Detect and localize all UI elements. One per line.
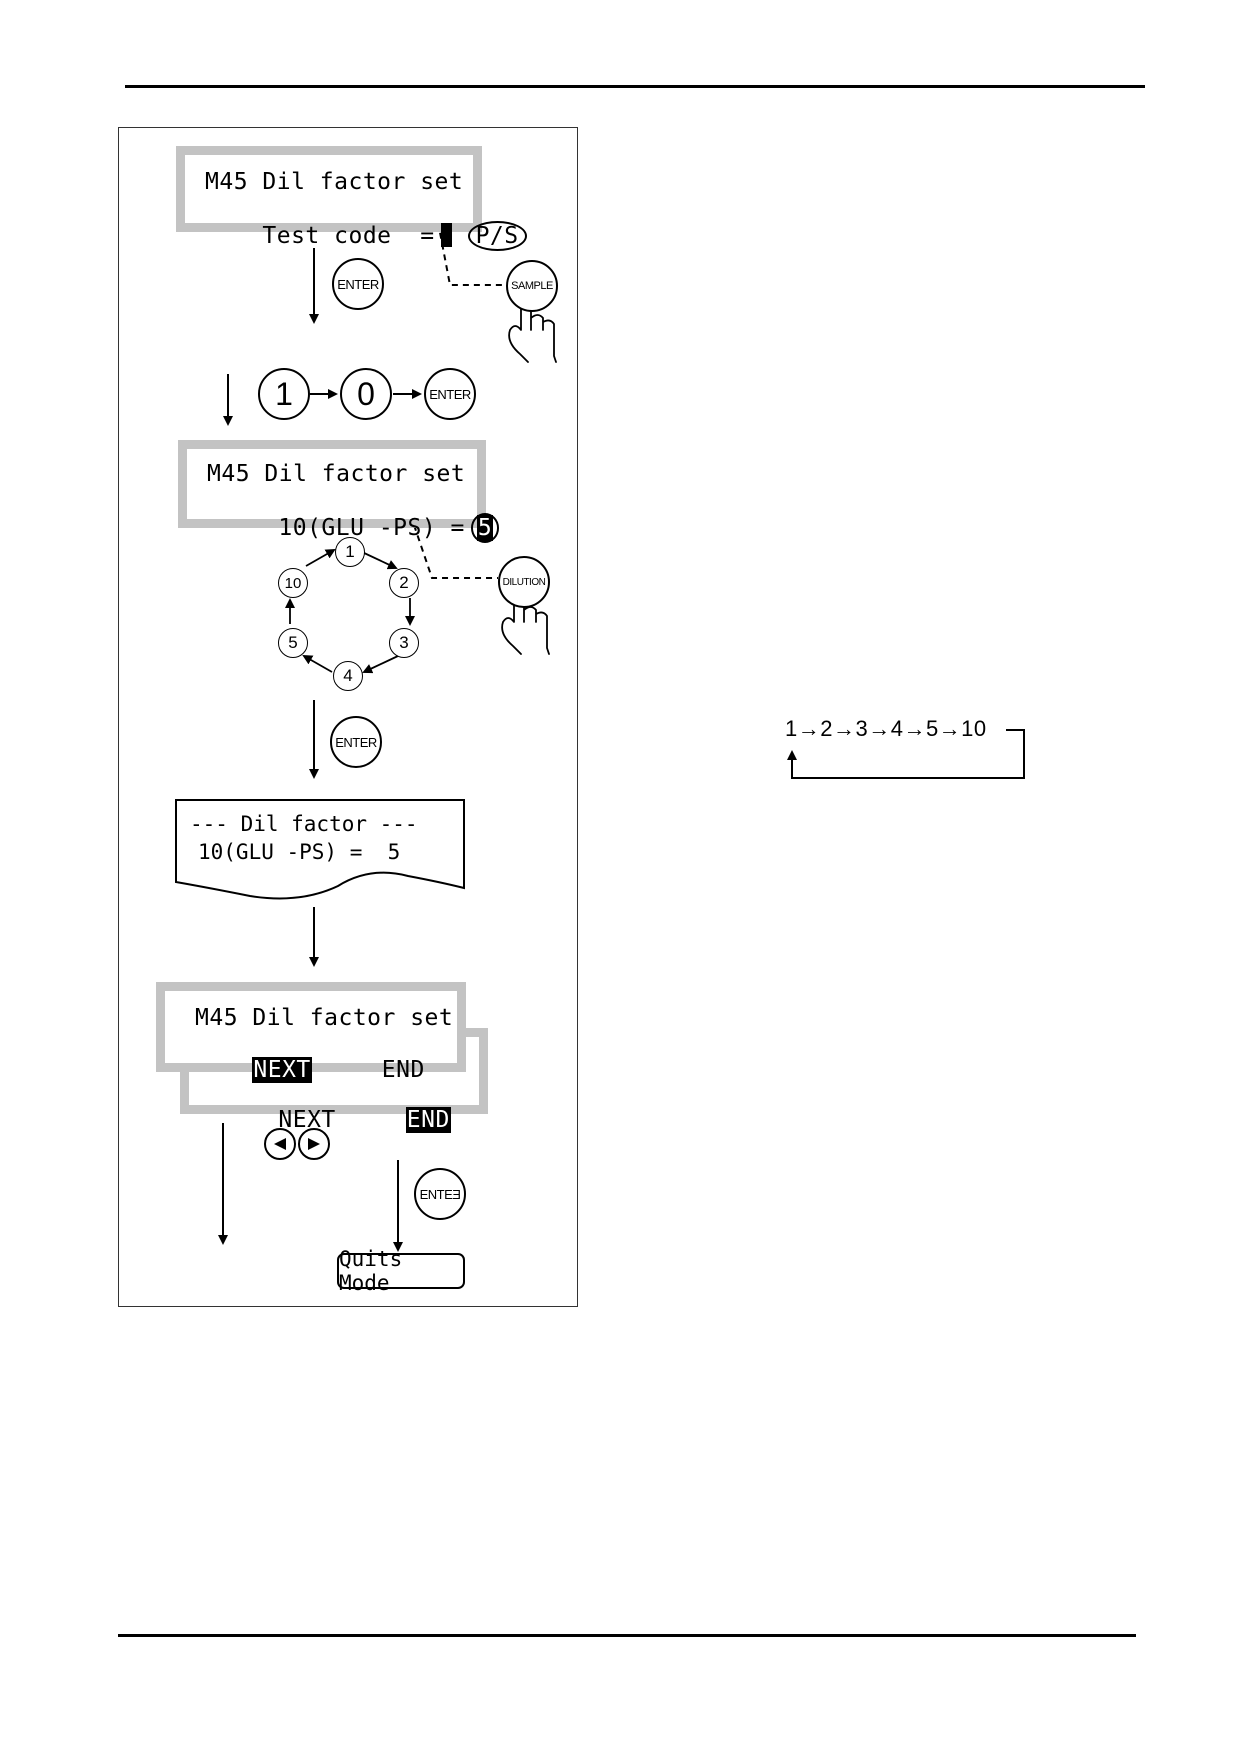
sample-leader	[437, 221, 506, 286]
lcd-screen-dil-value: M45 Dil factor set 10(GLU -PS) = 5	[178, 440, 500, 543]
lcd-line-2: Test code = P/S	[205, 195, 527, 277]
printout-line-1: --- Dil factor ---	[190, 812, 418, 836]
cycle-arrows	[285, 549, 415, 674]
enter-key-4[interactable]: ENTEƎ	[414, 1168, 466, 1220]
lcd-line-2: 10(GLU -PS) = 5	[221, 487, 500, 569]
enter-key-1[interactable]: ENTER	[332, 258, 384, 310]
ps-field: P/S	[467, 221, 527, 251]
cycle-node-5: 5	[278, 628, 308, 658]
procedure-panel	[118, 127, 578, 1307]
dilution-leader	[413, 524, 498, 579]
cycle-node-3: 3	[389, 628, 419, 658]
enter-key-3[interactable]: ENTER	[330, 716, 382, 768]
cycle-node-1: 1	[335, 537, 365, 567]
hand-icon-sample	[508, 289, 557, 363]
left-arrow-key[interactable]	[264, 1128, 296, 1160]
test-code-label: Test code =	[262, 223, 435, 249]
bottom-rule	[118, 1634, 1136, 1637]
cycle-node-4: 4	[333, 661, 363, 691]
top-rule	[125, 85, 1145, 88]
input-cursor	[440, 223, 452, 247]
sample-key[interactable]: SAMPLE	[506, 260, 558, 312]
cycle-node-2: 2	[389, 568, 419, 598]
quits-mode-box: Quits Mode	[337, 1247, 465, 1295]
digit-0-key[interactable]: 0	[340, 368, 392, 420]
enter-key-2[interactable]: ENTER	[424, 368, 476, 420]
dilution-sequence-text: 1→2→3→4→5→10	[785, 716, 987, 741]
lcd-line-1: M45 Dil factor set	[195, 1005, 454, 1031]
end-option-selected: END	[405, 1107, 451, 1133]
dilution-key[interactable]: DILUTION	[498, 556, 550, 608]
end-option: END	[381, 1057, 425, 1083]
lcd-line-2: NEXT END	[195, 1031, 425, 1109]
lcd-screen-next-selected: M45 Dil factor set NEXT END	[156, 982, 466, 1083]
digit-1-key[interactable]: 1	[258, 368, 310, 420]
sequence-loop	[787, 729, 1025, 779]
next-option-selected: NEXT	[252, 1057, 312, 1083]
test-name-label: 10(GLU -PS) =	[278, 515, 465, 541]
cycle-node-10: 10	[278, 568, 308, 598]
printout-line-2: 10(GLU -PS) = 5	[198, 840, 401, 864]
lcd-line-1: M45 Dil factor set	[205, 169, 464, 195]
right-arrow-key[interactable]	[298, 1128, 330, 1160]
dil-value: 5	[476, 515, 494, 541]
printout-paper	[175, 799, 465, 900]
left-triangle-icon	[274, 1138, 286, 1150]
lcd-line-1: M45 Dil factor set	[207, 461, 466, 487]
right-triangle-icon	[308, 1138, 320, 1150]
lcd-screen-test-code: M45 Dil factor set Test code = P/S	[176, 146, 527, 251]
dil-value-field: 5	[470, 513, 500, 543]
